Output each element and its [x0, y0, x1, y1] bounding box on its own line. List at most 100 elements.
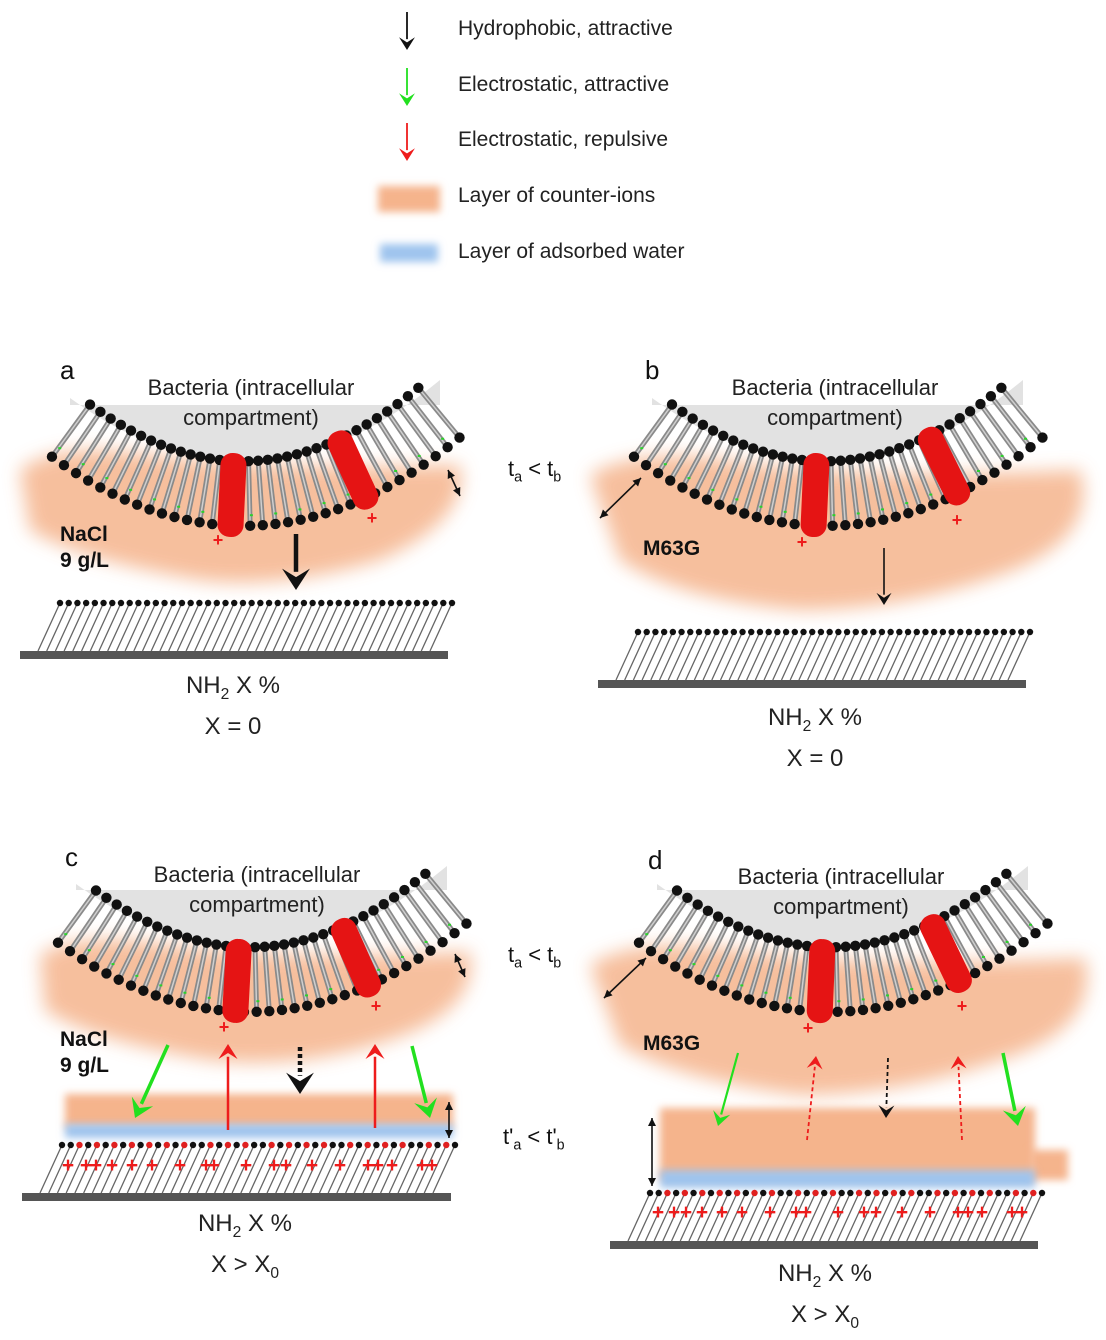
thickness-arrow-t-prime-a: [445, 1102, 453, 1138]
panel-d-letter: d: [648, 845, 663, 875]
surface-plus-charge: +: [146, 1154, 158, 1177]
substrate-surface: [598, 628, 1034, 688]
surface-plus-charge: +: [1016, 1201, 1028, 1224]
panel-a-surface-line1: NH2 X %: [185, 672, 281, 703]
thickness-relation-bottom-surface: t'a < t'b: [503, 1124, 565, 1154]
counter-ion-layer-surface-edge: [1030, 1150, 1068, 1180]
electrostatic-repulsive-arrow-left: [218, 1044, 238, 1130]
panel-b-bacteria-label: Bacteria (intracellular compartment): [685, 373, 985, 433]
hydrophobic-arrow: [876, 548, 892, 605]
surface-plus-charge: +: [80, 1154, 92, 1177]
substrate-surface: [20, 599, 456, 659]
legend-water-swatch: [380, 244, 438, 262]
surface-plus-charge: +: [268, 1154, 280, 1177]
protein-charge-plus: +: [957, 996, 968, 1016]
panel-c-surface-label: NH2 X % X > X0: [145, 1208, 345, 1290]
panel-a-bacteria-line1: Bacteria (intracellular: [147, 375, 355, 400]
membrane-protein-1: [222, 938, 252, 1023]
panel-d-surface-line2: X > X0: [790, 1300, 860, 1332]
protein-charge-plus: +: [803, 1018, 814, 1038]
panel-c-surface-line1: NH2 X %: [197, 1210, 293, 1241]
panel-d-surface-label: NH2 X % X > X0: [725, 1258, 925, 1340]
substrate-surface: +++++++++++++++++++: [610, 1189, 1046, 1249]
substrate-base: [20, 651, 448, 659]
surface-plus-charge: +: [362, 1154, 374, 1177]
surface-plus-charge: +: [924, 1201, 936, 1224]
surface-plus-charge: +: [858, 1201, 870, 1224]
legend-hydrophobic-label: Hydrophobic, attractive: [458, 17, 673, 40]
panel-a-bacteria-line2: compartment): [183, 405, 319, 430]
hydrophobic-arrow: [282, 534, 310, 590]
surface-plus-charge: +: [680, 1201, 692, 1224]
panel-d-graphics: +++++++++++++++++++++: [590, 866, 1087, 1249]
thickness-arrow-ta: [447, 469, 461, 497]
surface-plus-charge: +: [208, 1154, 220, 1177]
electrostatic-attractive-arrow-left: [131, 1044, 170, 1118]
surface-plus-charge: +: [652, 1201, 664, 1224]
panel-c-medium-label: NaCl 9 g/L: [60, 1027, 109, 1079]
substrate-base: [22, 1193, 451, 1201]
adsorbed-water-layer: [65, 1124, 453, 1138]
surface-plus-charge: +: [416, 1154, 428, 1177]
electrostatic-repulsive-arrow-left: [806, 1056, 823, 1141]
surface-charges: +++++++++++++++++++: [62, 1154, 438, 1177]
surface-plus-charge: +: [126, 1154, 138, 1177]
panel-a-medium-line1: NaCl: [60, 523, 108, 546]
surface-charges: +++++++++++++++++++: [652, 1201, 1028, 1224]
panel-b-surface-line1: NH2 X %: [767, 704, 863, 735]
membrane-protein-1: [217, 452, 247, 538]
protein-charge-plus: +: [952, 510, 963, 530]
surface-plus-charge: +: [952, 1201, 964, 1224]
panel-b-medium-line1: M63G: [643, 537, 701, 560]
surface-plus-charge: +: [736, 1201, 748, 1224]
protein-charge-plus: +: [213, 530, 224, 550]
panel-c-letter: c: [65, 842, 78, 872]
substrate-base: [610, 1241, 1038, 1249]
hydrophobic-arrow-dashed: [878, 1057, 895, 1118]
surface-plus-charge: +: [240, 1154, 252, 1177]
membrane-protein-2: [327, 430, 379, 510]
panel-c-bacteria-line1: Bacteria (intracellular: [153, 862, 361, 887]
legend-graphics: [378, 12, 440, 262]
lipid-bilayer: [46, 382, 465, 532]
surface-plus-charge: +: [334, 1154, 346, 1177]
surface-plus-charge: +: [386, 1154, 398, 1177]
thickness-relation-top: ta < tb: [508, 456, 562, 486]
surface-plus-charge: +: [372, 1154, 384, 1177]
electrostatic-attractive-arrow-left: [713, 1052, 740, 1126]
surface-plus-charge: +: [764, 1201, 776, 1224]
panel-a-medium-line2: 9 g/L: [60, 549, 110, 572]
legend-arrow-3: [399, 123, 415, 161]
membrane-protein-2: [330, 917, 382, 998]
legend-arrow-2: [399, 68, 415, 106]
panel-a-bacteria-label: Bacteria (intracellular compartment): [101, 373, 401, 433]
panel-b-bacteria-line1: Bacteria (intracellular: [731, 375, 939, 400]
panel-a-surface-line2: X = 0: [204, 712, 262, 740]
protein-charge-plus: +: [367, 508, 378, 528]
surface-plus-charge: +: [696, 1201, 708, 1224]
legend-counter-ion-swatch: [378, 186, 440, 212]
protein-charge-plus: +: [797, 532, 808, 552]
surface-plus-charge: +: [870, 1201, 882, 1224]
surface-plus-charge: +: [668, 1201, 680, 1224]
panel-c-medium-line1: NaCl: [60, 1028, 108, 1051]
panel-c-bacteria-label: Bacteria (intracellular compartment): [107, 860, 407, 920]
panel-c-graphics: +++++++++++++++++++++: [22, 866, 472, 1201]
adsorbed-water-layer: [660, 1170, 1035, 1188]
electrostatic-repulsive-arrow-right: [950, 1056, 967, 1141]
surface-plus-charge: +: [832, 1201, 844, 1224]
panel-a-letter: a: [60, 355, 75, 385]
panel-d-medium-line1: M63G: [643, 1032, 701, 1055]
surface-plus-charge: +: [800, 1201, 812, 1224]
panel-b-surface-line2: X = 0: [786, 744, 844, 772]
surface-plus-charge: +: [174, 1154, 186, 1177]
legend-counter-ions-label: Layer of counter-ions: [458, 184, 656, 207]
panel-c-medium-line2: 9 g/L: [60, 1054, 110, 1077]
thickness-arrow-tb: [603, 957, 647, 999]
panel-b-surface-label: NH2 X % X = 0: [715, 702, 915, 784]
panel-b-medium-label: M63G: [643, 536, 700, 562]
legend-electrostatic-repulsive-label: Electrostatic, repulsive: [458, 128, 669, 151]
lipid-bilayer: [628, 382, 1048, 532]
